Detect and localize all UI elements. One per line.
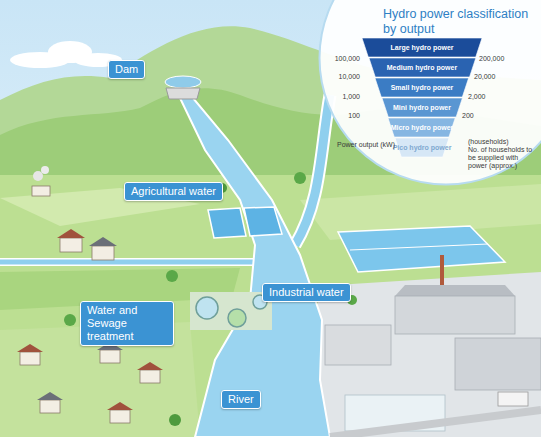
road: [330, 410, 541, 437]
house-roof: [57, 229, 85, 238]
band-label: Small hydro power: [365, 78, 479, 97]
place-label: River: [228, 393, 254, 406]
tree: [166, 270, 178, 282]
house-roof: [107, 402, 133, 410]
tributary-bank: [295, 95, 330, 245]
output-class-band: Large hydro power: [362, 38, 482, 57]
paddy: [338, 226, 505, 272]
house-roof: [137, 362, 163, 370]
axis-label: No. of households to be supplied with po…: [468, 146, 536, 170]
house: [20, 352, 40, 365]
treatment-plant: [190, 292, 272, 330]
place-label: Agricultural water: [131, 185, 216, 198]
agricultural-canal: [0, 260, 258, 265]
scale-number: 10,000: [318, 73, 360, 81]
factory: [325, 325, 391, 365]
inn: [32, 186, 50, 196]
band-label: Medium hydro power: [359, 58, 486, 77]
factory-roof: [395, 285, 515, 296]
tree: [169, 414, 181, 426]
paddy: [208, 208, 246, 238]
tributary: [295, 95, 330, 245]
scale-number: 100,000: [318, 55, 360, 63]
place-label-box: River: [221, 390, 261, 409]
house: [40, 400, 60, 413]
scale-number: 200,000: [479, 55, 504, 63]
settling-tank: [196, 297, 218, 319]
output-class-band: Small hydro power: [375, 78, 469, 97]
output-class-band: Pico hydro power: [395, 138, 449, 157]
house: [110, 410, 130, 423]
settling-tank: [228, 309, 246, 327]
scale-number: 100: [318, 112, 360, 120]
steam: [33, 171, 43, 181]
house-roof: [17, 344, 43, 352]
house: [100, 350, 120, 363]
factory: [395, 296, 515, 334]
place-label-box: Dam: [108, 60, 145, 79]
place-label: Water and Sewage treatment: [87, 304, 167, 343]
factory: [455, 338, 541, 390]
steam: [41, 166, 49, 174]
place-label: Dam: [115, 63, 138, 76]
scale-number: 2,000: [468, 93, 486, 101]
dam-wall: [166, 88, 200, 99]
scale-number: 20,000: [474, 73, 495, 81]
house-roof: [89, 237, 117, 246]
axis-label: Power output (kW): [337, 141, 395, 149]
inset-heading: Hydro power classification by output: [383, 7, 535, 37]
scale-number: 1,000: [318, 93, 360, 101]
axis-label: (households): [468, 138, 508, 146]
band-label: Mini hydro power: [372, 98, 472, 117]
house-roof: [37, 392, 63, 400]
band-label: Pico hydro power: [385, 138, 459, 157]
scale-number: 200: [462, 112, 474, 120]
place-label-box: Industrial water: [262, 283, 351, 302]
inset-circle: [320, 0, 541, 185]
place-label: Industrial water: [269, 286, 344, 299]
canal-bank: [0, 258, 258, 266]
band-label: Micro hydro power: [378, 118, 465, 137]
house: [140, 370, 160, 383]
output-class-band: Medium hydro power: [369, 58, 476, 77]
band-label: Large hydro power: [352, 38, 492, 57]
reservoir: [165, 76, 201, 88]
paddy: [244, 207, 282, 236]
paddy-ridge: [350, 244, 488, 250]
place-label-box: Agricultural water: [124, 182, 223, 201]
place-label-box: Water and Sewage treatment: [80, 301, 174, 346]
output-class-band: Mini hydro power: [382, 98, 462, 117]
tree: [294, 172, 306, 184]
tree: [64, 314, 76, 326]
house: [60, 238, 82, 252]
river: [180, 98, 330, 437]
truck: [498, 392, 528, 406]
house: [92, 246, 114, 260]
output-class-band: Micro hydro power: [388, 118, 455, 137]
